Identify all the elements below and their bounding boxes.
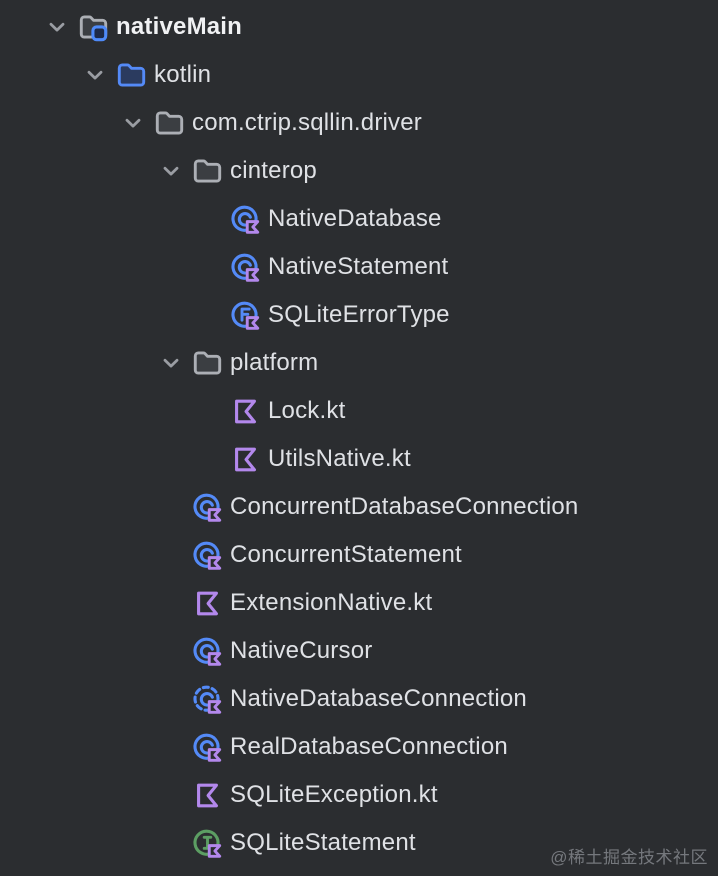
kotlin-file-icon (192, 588, 223, 619)
tree-item-label: RealDatabaseConnection (230, 733, 508, 760)
kotlin-enum-icon (230, 300, 261, 331)
tree-row[interactable]: SQLiteException.kt (0, 771, 718, 819)
chevron-down-icon[interactable] (154, 158, 188, 184)
tree-row[interactable]: kotlin (0, 51, 718, 99)
kotlin-file-icon (192, 780, 223, 811)
tree-row[interactable]: com.ctrip.sqllin.driver (0, 99, 718, 147)
chevron-down-icon (154, 830, 188, 856)
kotlin-class-icon (192, 732, 223, 763)
tree-row[interactable]: RealDatabaseConnection (0, 723, 718, 771)
tree-row[interactable]: SQLiteErrorType (0, 291, 718, 339)
folder-icon (192, 348, 223, 379)
tree-row[interactable]: ConcurrentDatabaseConnection (0, 483, 718, 531)
tree-item-label: SQLiteException.kt (230, 781, 438, 808)
tree-item-label: platform (230, 349, 319, 376)
chevron-down-icon (192, 398, 226, 424)
chevron-down-icon[interactable] (154, 350, 188, 376)
chevron-down-icon (154, 638, 188, 664)
kotlin-class-icon (230, 252, 261, 283)
chevron-down-icon (154, 782, 188, 808)
kotlin-file-icon (230, 444, 261, 475)
chevron-down-icon[interactable] (78, 62, 112, 88)
tree-item-label: cinterop (230, 157, 317, 184)
kotlin-class-icon (192, 540, 223, 571)
chevron-down-icon (154, 494, 188, 520)
module-folder-icon (78, 12, 109, 43)
chevron-down-icon (154, 734, 188, 760)
tree-row[interactable]: platform (0, 339, 718, 387)
tree-item-label: ExtensionNative.kt (230, 589, 433, 616)
tree-item-label: com.ctrip.sqllin.driver (192, 109, 422, 136)
chevron-down-icon (192, 302, 226, 328)
kotlin-abstract-class-icon (192, 684, 223, 715)
tree-item-label: NativeDatabaseConnection (230, 685, 527, 712)
tree-item-label: ConcurrentStatement (230, 541, 462, 568)
watermark: @稀土掘金技术社区 (550, 848, 708, 867)
tree-row[interactable]: ExtensionNative.kt (0, 579, 718, 627)
tree-item-label: SQLiteStatement (230, 829, 416, 856)
chevron-down-icon (154, 686, 188, 712)
kotlin-file-icon (230, 396, 261, 427)
tree-item-label: NativeDatabase (268, 205, 442, 232)
chevron-down-icon (192, 254, 226, 280)
tree-row[interactable]: UtilsNative.kt (0, 435, 718, 483)
tree-row[interactable]: ConcurrentStatement (0, 531, 718, 579)
chevron-down-icon[interactable] (116, 110, 150, 136)
chevron-down-icon (192, 446, 226, 472)
tree-item-label: SQLiteErrorType (268, 301, 450, 328)
kotlin-class-icon (192, 636, 223, 667)
tree-row[interactable]: NativeDatabaseConnection (0, 675, 718, 723)
tree-item-label: nativeMain (116, 13, 243, 40)
folder-icon (192, 156, 223, 187)
tree-item-label: kotlin (154, 61, 212, 88)
kotlin-interface-icon (192, 828, 223, 859)
tree-item-label: UtilsNative.kt (268, 445, 411, 472)
tree-row[interactable]: cinterop (0, 147, 718, 195)
tree-row[interactable]: SQLiteStatement (0, 819, 718, 867)
tree-row[interactable]: nativeMain (0, 3, 718, 51)
kotlin-class-icon (230, 204, 261, 235)
folder-icon (154, 108, 185, 139)
chevron-down-icon (192, 206, 226, 232)
tree-row[interactable]: NativeCursor (0, 627, 718, 675)
kotlin-class-icon (192, 492, 223, 523)
chevron-down-icon (154, 542, 188, 568)
tree-item-label: Lock.kt (268, 397, 346, 424)
tree-item-label: NativeStatement (268, 253, 449, 280)
chevron-down-icon[interactable] (40, 14, 74, 40)
tree-row[interactable]: NativeDatabase (0, 195, 718, 243)
tree-item-label: NativeCursor (230, 637, 373, 664)
tree-row[interactable]: NativeStatement (0, 243, 718, 291)
source-folder-icon (116, 60, 147, 91)
tree-row[interactable]: Lock.kt (0, 387, 718, 435)
tree-item-label: ConcurrentDatabaseConnection (230, 493, 579, 520)
chevron-down-icon (154, 590, 188, 616)
